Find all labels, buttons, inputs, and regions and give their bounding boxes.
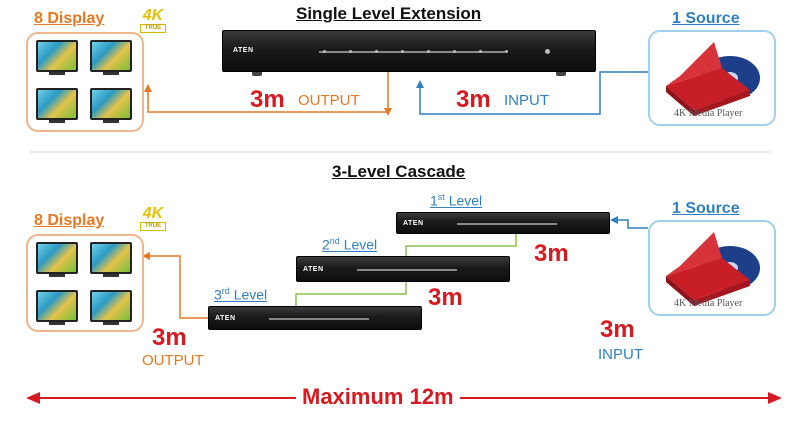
- cascade-display-caption: 8 Display: [34, 212, 105, 229]
- single-player-label: 4K Media Player: [674, 108, 743, 119]
- level-2-label: 2nd Level: [322, 236, 378, 253]
- hdmi-splitter-icon: ATEN: [208, 306, 422, 330]
- 4k-badge-icon: 4K TRUE: [140, 205, 166, 231]
- cascade-length-l2-l3: 3m: [428, 284, 463, 311]
- cascade-player-label: 4K Media Player: [674, 298, 743, 309]
- single-output-line: [147, 72, 389, 113]
- media-player-icon: [666, 232, 760, 306]
- single-input-line: [419, 71, 648, 115]
- tv-icon: [90, 242, 132, 277]
- cascade-input-line: [614, 219, 648, 229]
- single-input-length: 3m: [456, 86, 491, 113]
- device-logo: ATEN: [215, 315, 236, 322]
- tv-icon: [90, 290, 132, 325]
- single-display-group: [26, 32, 144, 132]
- tv-icon: [36, 88, 78, 123]
- single-output-down-arrow: [384, 108, 392, 116]
- device-logo: ATEN: [403, 220, 424, 227]
- 4k-badge-icon: 4K TRUE: [140, 7, 166, 33]
- cascade-source-caption: 1 Source: [672, 200, 740, 217]
- level-1-label: 1st Level: [430, 192, 483, 209]
- badge-true-text: TRUE: [140, 24, 166, 33]
- max-arrow-right: [768, 392, 782, 404]
- cascade-output-label: OUTPUT: [142, 352, 204, 369]
- cascade-source-box: 4K Media Player: [648, 220, 776, 316]
- tv-icon: [90, 88, 132, 123]
- cascade-output-arrow: [142, 252, 150, 260]
- hdmi-splitter-icon: ATEN: [396, 212, 610, 234]
- device-logo: ATEN: [303, 266, 324, 273]
- cascade-output-length: 3m: [152, 324, 187, 351]
- cascade-link-l1-l2: [405, 232, 517, 256]
- single-source-caption: 1 Source: [672, 10, 740, 27]
- cascade-output-line: [146, 255, 208, 319]
- media-player-icon: [666, 42, 760, 116]
- cascade-display-group: [26, 234, 144, 332]
- tv-icon: [90, 40, 132, 75]
- level-3-label: 3rd Level: [214, 286, 268, 303]
- tv-icon: [36, 242, 78, 277]
- hdmi-splitter-icon: ATEN: [222, 30, 596, 72]
- single-display-caption: 8 Display: [34, 10, 105, 27]
- cascade-input-arrow: [610, 216, 618, 224]
- tv-icon: [36, 290, 78, 325]
- cascade-title: 3-Level Cascade: [332, 162, 466, 181]
- max-arrow-left: [26, 392, 40, 404]
- badge-4k-text: 4K: [142, 7, 164, 24]
- maximum-length-label: Maximum 12m: [296, 384, 460, 410]
- cascade-length-l1-l2: 3m: [534, 240, 569, 267]
- cascade-link-l2-l3: [295, 282, 407, 310]
- single-output-length: 3m: [250, 86, 285, 113]
- single-input-label: INPUT: [504, 92, 549, 109]
- badge-4k-text: 4K: [142, 205, 164, 222]
- device-logo: ATEN: [233, 47, 254, 54]
- cascade-input-label: INPUT: [598, 346, 643, 363]
- single-title: Single Level Extension: [296, 4, 482, 23]
- hdmi-splitter-icon: ATEN: [296, 256, 510, 282]
- cascade-input-length: 3m: [600, 316, 635, 343]
- single-output-label: OUTPUT: [298, 92, 360, 109]
- single-input-arrow: [416, 80, 424, 88]
- badge-true-text: TRUE: [140, 222, 166, 231]
- single-source-box: 4K Media Player: [648, 30, 776, 126]
- tv-icon: [36, 40, 78, 75]
- single-output-arrow: [144, 84, 152, 92]
